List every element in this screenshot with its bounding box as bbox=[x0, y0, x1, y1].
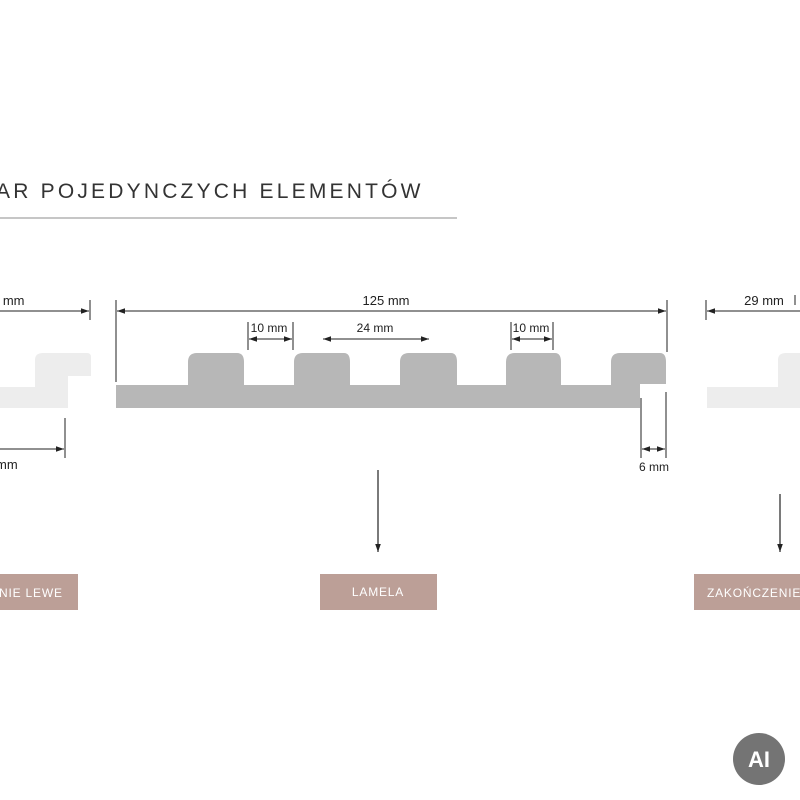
section-title: AR POJEDYNCZYCH ELEMENTÓW bbox=[0, 180, 424, 203]
left-bottom-dimension-label: mm bbox=[0, 457, 18, 472]
lamela-label: LAMELA bbox=[352, 585, 404, 599]
groove-right-label: 10 mm bbox=[513, 321, 550, 335]
lamela-label-box bbox=[320, 574, 437, 610]
left-end-profile bbox=[0, 353, 91, 408]
right-top-dimension-label: 29 mm bbox=[744, 293, 784, 308]
rib-width-label: 24 mm bbox=[357, 321, 394, 335]
total-width-label: 125 mm bbox=[363, 293, 410, 308]
left-top-dimension-label: 6 mm bbox=[0, 293, 25, 308]
right-end-profile bbox=[707, 353, 800, 408]
right-label: ZAKOŃCZENIE bbox=[707, 585, 800, 600]
left-label: NIE LEWE bbox=[0, 586, 63, 600]
ai-badge bbox=[733, 733, 785, 785]
right-label-box bbox=[694, 574, 800, 610]
ai-badge-label: AI bbox=[748, 747, 770, 772]
left-label-box bbox=[0, 574, 78, 610]
tongue-label: 6 mm bbox=[639, 460, 669, 474]
lamela-profile bbox=[116, 353, 666, 408]
groove-left-label: 10 mm bbox=[251, 321, 288, 335]
